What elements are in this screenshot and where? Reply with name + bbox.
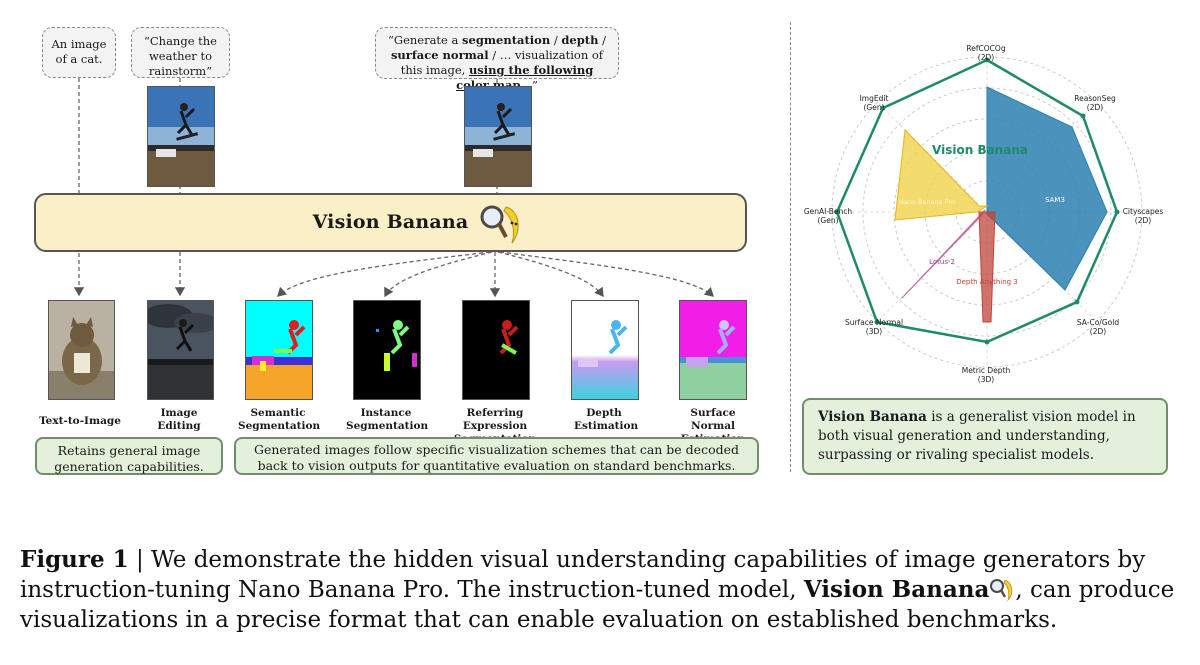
axis-dim: (Gen) <box>817 216 839 225</box>
prompt-seg-part: / … visualization of this image, <box>400 48 604 77</box>
axis-name: Surface Normal <box>844 318 904 327</box>
cat-photo-image <box>49 301 114 399</box>
radar-label-nano-banana: Nano Banana Pro <box>899 198 955 206</box>
prompt-weather: “Change the weather to rainstorm” <box>131 27 230 78</box>
output-instance-segmentation <box>353 300 421 400</box>
axis-dim: (2D) <box>1086 103 1104 112</box>
model-name: Vision Banana <box>312 211 469 233</box>
referring-seg-image <box>463 301 529 399</box>
skateboard-photo-image <box>148 87 214 186</box>
rainstorm-photo-image <box>148 301 213 399</box>
output-semantic-segmentation <box>245 300 313 400</box>
radar-label-vision-banana: Vision Banana <box>932 143 1028 157</box>
vision-banana-banner: Vision Banana <box>34 193 747 252</box>
radar-label-depth-anything: Depth Anything 3 <box>956 278 1018 286</box>
surface-normal-image <box>680 301 746 399</box>
prompt-seg-part: / <box>550 33 562 47</box>
radar-axis-metric-depth: Metric Depth(3D) <box>946 366 1026 384</box>
summary-model-name: Vision Banana <box>818 409 927 425</box>
note-decoding: Generated images follow specific visuali… <box>234 437 759 475</box>
note-decoding-text: Generated images follow specific visuali… <box>254 442 739 473</box>
figure-caption: Figure 1 | We demonstrate the hidden vis… <box>20 545 1185 635</box>
axis-name: Metric Depth <box>961 366 1011 375</box>
banana-magnifier-icon <box>990 579 1013 602</box>
label-image-editing: Image Editing <box>157 407 201 432</box>
axis-name: ReasonSeg <box>1074 94 1116 103</box>
radar-axis-imgedit: ImgEdit(Gen) <box>834 94 914 112</box>
axis-name: RefCOCOg <box>966 44 1006 53</box>
figure-number: Figure 1 <box>20 546 129 573</box>
output-image-editing <box>147 300 214 400</box>
caption-text-1: We demonstrate the hidden visual underst… <box>20 547 1146 603</box>
prompt-cat-text: An image of a cat. <box>51 37 107 66</box>
prompt-seg-bold: depth <box>561 33 599 47</box>
label-depth-estimation: Depth Estimation <box>574 407 639 432</box>
prompt-seg-bold: segmentation <box>462 33 551 47</box>
radar-depth-anything-area <box>978 211 996 323</box>
radar-axis-reasonseg: ReasonSeg(2D) <box>1055 94 1135 112</box>
label-instance-segmentation: Instance Segmentation <box>346 407 429 432</box>
prompt-seg-part: / <box>598 33 606 47</box>
radar-sam3-area <box>986 86 1108 291</box>
banner-title: Vision Banana <box>36 211 745 233</box>
input-photo-editing <box>147 86 215 187</box>
radar-nano-banana-area <box>894 128 989 221</box>
radar-axis-cityscapes: Cityscapes(2D) <box>1103 207 1183 225</box>
arrow-normal <box>499 251 714 297</box>
section-divider <box>790 22 791 472</box>
axis-name: SA-Co/Gold <box>1076 318 1120 327</box>
prompt-weather-text: “Change the weather to rainstorm” <box>143 34 217 78</box>
depth-image <box>572 301 638 399</box>
output-depth-estimation <box>571 300 639 400</box>
axis-dim: (3D) <box>977 375 995 384</box>
note-generation-text: Retains general image generation capabil… <box>54 443 204 474</box>
arrow-depth <box>497 251 604 298</box>
radar-label-lotus2: Lotus-2 <box>929 258 955 266</box>
label-semantic-segmentation: Semantic Segmentation <box>238 407 321 432</box>
axis-name: ImgEdit <box>859 94 889 103</box>
input-photo-perception <box>464 86 532 187</box>
radar-vision-banana-points <box>834 57 1120 345</box>
output-text-to-image <box>48 300 115 400</box>
arrow-semantic <box>277 251 491 297</box>
radar-axis-saco: SA-Co/Gold(2D) <box>1058 318 1138 336</box>
prompt-seg-part: “Generate a <box>388 33 463 47</box>
radar-grid-ring <box>831 56 1143 368</box>
banana-magnifier-icon <box>480 205 519 244</box>
output-surface-normal <box>679 300 747 400</box>
axis-dim: (Gen) <box>863 103 885 112</box>
semantic-seg-image <box>246 301 312 399</box>
flow-diagram <box>73 78 714 298</box>
note-summary: Vision Banana is a generalist vision mod… <box>802 398 1168 475</box>
summary-text: is a generalist vision model in both vis… <box>818 409 1136 463</box>
caption-text-2: , can produce visualizations in a precis… <box>20 577 1175 633</box>
prompt-cat: An image of a cat. <box>42 27 116 78</box>
axis-dim: (2D) <box>977 53 995 62</box>
radar-label-sam3: SAM3 <box>1045 196 1065 204</box>
axis-dim: (2D) <box>1089 327 1107 336</box>
arrow-instance <box>384 251 493 298</box>
axis-name: GenAI-Bench <box>803 207 853 216</box>
axis-dim: (3D) <box>865 327 883 336</box>
caption-model-name: Vision Banana <box>803 576 990 603</box>
instance-seg-image <box>354 301 420 399</box>
axis-name: Cityscapes <box>1122 207 1164 216</box>
note-generation: Retains general image generation capabil… <box>35 437 223 475</box>
label-text-to-image: Text-to-Image <box>39 415 121 427</box>
radar-chart: Vision Banana Nano Banana Pro SAM3 Lotus… <box>831 56 1143 368</box>
radar-axis-refcocog: RefCOCOg(2D) <box>946 44 1026 62</box>
axis-dim: (2D) <box>1134 216 1152 225</box>
caption-separator: | <box>128 547 152 573</box>
radar-axis-surface-normal: Surface Normal(3D) <box>834 318 914 336</box>
skateboard-photo-image <box>465 87 531 186</box>
radar-axis-genai-bench: GenAI-Bench(Gen) <box>788 207 868 225</box>
prompt-segmentation: “Generate a segmentation / depth / surfa… <box>375 27 619 92</box>
output-referring-segmentation <box>462 300 530 400</box>
prompt-seg-bold: surface normal <box>390 48 489 62</box>
